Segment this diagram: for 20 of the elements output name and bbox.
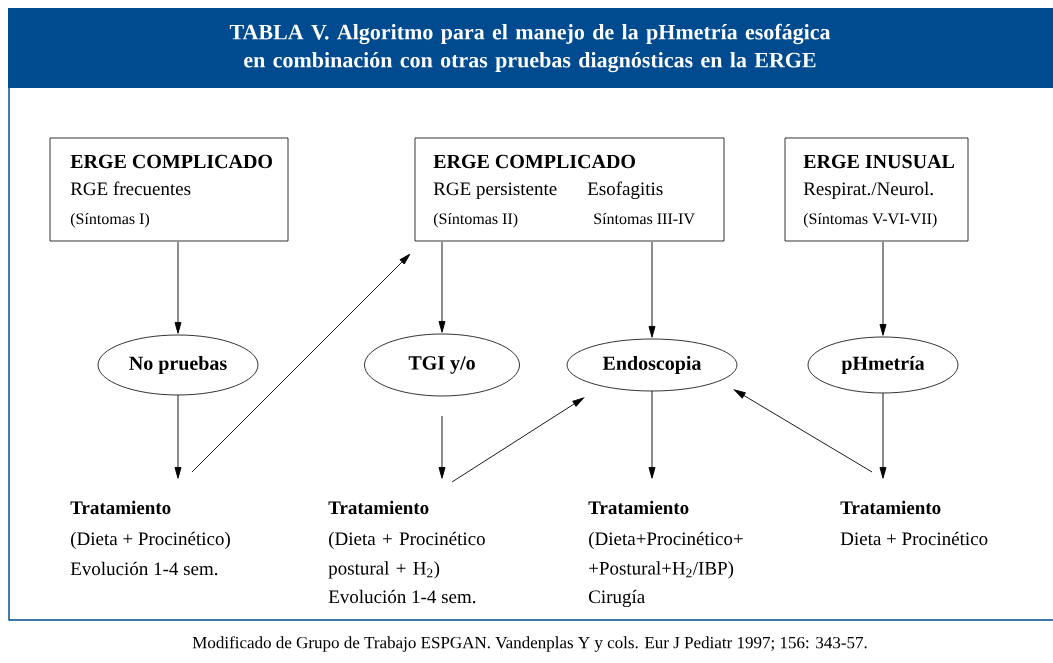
treatment-text: Tratamiento (Dieta + Procinético) Evolución 1-4 sem. [70,500,230,576]
arrow [879,241,887,336]
arrow [174,394,182,479]
arrow [191,253,411,473]
process-box: ERGE COMPLICADO RGE persistente Esofagitis (Síntomas II) Síntomas III-IV [414,137,725,242]
treatment-text: Tratamiento (Dieta + Procinético postural + H$_{2}$) Evolución 1-4 sem. [328,500,485,604]
process-box: ERGE COMPLICADO RGE frecuentes (Síntomas I) [49,137,289,242]
title-banner: TABLA V. Algoritmo para el manejo de la pHmetría esofágica en combinación con otras pruebas diagnósticas en la ERGE [8,8,1053,88]
arrow [734,389,873,473]
arrow [879,392,887,479]
arrow [438,415,446,479]
treatment-text: Tratamiento (Dieta+Procinético+ +Postural+H$_{2}$/IBP) Cirugía [588,500,743,608]
arrow [451,397,584,483]
process-box: ERGE INUSUAL Respirat./Neurol. (Síntomas V-VI-VII) [784,137,969,242]
arrow [174,241,182,334]
source-note: Modificado de Grupo de Trabajo ESPGAN. Vandenplas Y y cols. Eur J Pediatr 1997; 156: 343-57. [192,636,867,652]
arrow [648,241,656,338]
arrow [438,241,446,333]
arrow [648,390,656,479]
treatment-text: Tratamiento Dieta + Procinético [840,500,988,546]
